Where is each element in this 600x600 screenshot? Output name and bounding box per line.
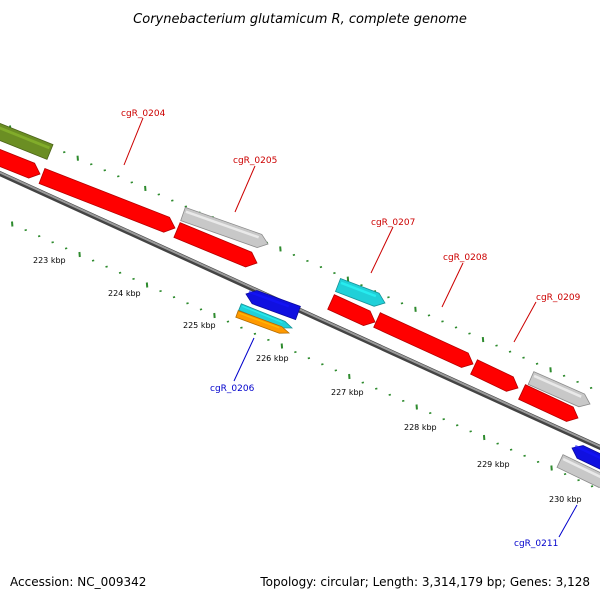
- ruler-label-227: 227 kbp: [331, 388, 364, 397]
- ruler-label-224: 224 kbp: [108, 289, 141, 298]
- map-title: Corynebacterium glutamicum R, complete g…: [133, 12, 467, 27]
- feature-highlight: [0, 126, 51, 150]
- gene-feature-gray-0205a: [180, 206, 269, 249]
- label-leaders: [123, 117, 578, 538]
- feature-highlight: [242, 305, 283, 324]
- gene-feature-orange-0206: [235, 310, 291, 334]
- gene-feature-gray-0210: [527, 371, 591, 408]
- feature-body: [245, 290, 301, 321]
- ruler-label-225: 225 kbp: [183, 321, 216, 330]
- ruler-label-230: 230 kbp: [549, 495, 582, 504]
- feature-highlight: [248, 290, 290, 308]
- gene-feature-rev-0206: [245, 290, 301, 321]
- gene-feature-gray-0211: [556, 454, 600, 488]
- feature-highlight: [179, 226, 249, 257]
- gene-feature-rev-0211: [571, 444, 600, 470]
- feature-highlight: [574, 444, 600, 460]
- gene-feature-cyan-0207: [334, 277, 386, 307]
- leader-cgR_0207: [370, 226, 394, 274]
- feature-body: [556, 454, 600, 488]
- accession-text: Accession: NC_009342: [10, 575, 146, 589]
- gene-label-cgR_0207: cgR_0207: [371, 218, 415, 228]
- ruler-label-228: 228 kbp: [404, 423, 437, 432]
- leader-cgR_0209: [513, 301, 537, 343]
- feature-highlight: [476, 363, 511, 382]
- leader-cgR_0206: [233, 337, 255, 382]
- gene-label-cgR_0205: cgR_0205: [233, 156, 277, 166]
- feature-highlight: [239, 312, 280, 329]
- gene-feature-fwd-0203: [0, 148, 41, 179]
- leader-cgR_0211: [558, 504, 578, 538]
- gene-feature-olive-block: [0, 122, 54, 160]
- ruler-label-229: 229 kbp: [477, 460, 510, 469]
- feature-highlight: [562, 457, 600, 479]
- feature-highlight: [185, 210, 260, 239]
- ruler-label-223: 223 kbp: [33, 256, 66, 265]
- feature-highlight: [333, 298, 368, 316]
- gene-feature-fwd-0208: [373, 312, 474, 368]
- upper-tick-row: [9, 125, 593, 389]
- gene-feature-fwd-0204: [38, 167, 176, 233]
- feature-body: [571, 445, 600, 470]
- gene-feature-fwd-0205: [173, 222, 258, 268]
- leader-cgR_0204: [123, 117, 144, 166]
- feature-highlight: [340, 281, 377, 298]
- gene-label-cgR_0206: cgR_0206: [210, 384, 255, 394]
- feature-highlight: [44, 172, 167, 222]
- ruler-label-226: 226 kbp: [256, 354, 289, 363]
- genome-summary: Topology: circular; Length: 3,314,179 bp…: [259, 575, 590, 589]
- leader-cgR_0205: [234, 165, 256, 213]
- feature-tracks: cgR_0204 cgR_0205 cgR_0207 cgR_0208 cgR_…: [0, 109, 600, 549]
- gene-features: [0, 122, 600, 488]
- gene-feature-fwd-0210: [518, 384, 579, 422]
- gene-label-cgR_0204: cgR_0204: [121, 109, 166, 119]
- gene-label-cgR_0208: cgR_0208: [443, 253, 488, 263]
- feature-highlight: [533, 374, 582, 398]
- feature-highlight: [524, 388, 571, 412]
- lower-tick-row: [11, 221, 594, 488]
- gene-label-cgR_0209: cgR_0209: [536, 293, 581, 303]
- gene-feature-fwd-0207: [327, 294, 376, 327]
- genome-backbone-highlight: [0, 171, 600, 448]
- feature-highlight: [379, 316, 466, 358]
- gene-feature-fwd-0209a: [470, 359, 519, 392]
- gene-label-cgR_0211: cgR_0211: [514, 539, 558, 549]
- feature-highlight: [0, 152, 32, 168]
- leader-cgR_0208: [441, 262, 464, 308]
